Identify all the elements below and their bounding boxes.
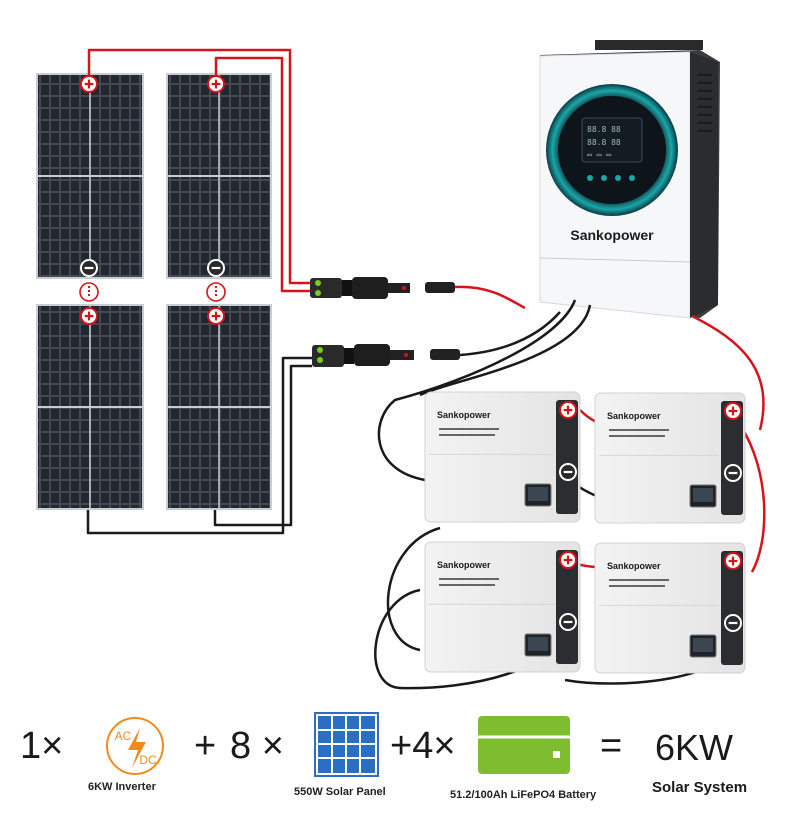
inverter-brand-label: Sankopower [570, 227, 654, 243]
minus-terminal-icon [80, 259, 98, 277]
battery-caption: 51.2/100Ah LiFePO4 Battery [450, 789, 597, 801]
series-link-icon [79, 282, 99, 302]
minus-terminal-icon [559, 463, 577, 481]
mc4-connector-negative [312, 344, 460, 367]
battery-positive-link [738, 424, 766, 573]
panel-quantity: 8 × [230, 725, 284, 767]
lifepo4-battery: Sankopower [424, 541, 581, 673]
positive-wire [87, 48, 310, 285]
positive-wire [214, 56, 310, 293]
system-caption: Solar System [652, 779, 748, 796]
battery-negative-to-inverter [377, 299, 577, 482]
lifepo4-battery: Sankopower [594, 542, 746, 674]
inverter-caption: 6KW Inverter [88, 781, 156, 793]
lifepo4-battery: Sankopower [424, 391, 581, 523]
plus-terminal-icon [724, 402, 742, 420]
plus-terminal-icon [207, 75, 225, 93]
series-link-icon [206, 282, 226, 302]
battery-positive-to-inverter [691, 314, 765, 431]
icon-dc-label: DC [139, 753, 157, 767]
battery-quantity: +4× [390, 725, 456, 767]
lcd-screen [581, 117, 643, 163]
plus-terminal-icon [80, 307, 98, 325]
battery-brand-label: Sankopower [437, 560, 491, 570]
mc4-connector-positive [310, 277, 455, 299]
battery-negative-to-inverter [419, 304, 592, 397]
minus-terminal-icon [724, 464, 742, 482]
inverter-quantity: 1× [20, 725, 64, 767]
inverter-buttons [587, 175, 635, 181]
negative-wire [213, 364, 312, 527]
ac-dc-inverter-icon: AC DC [106, 717, 164, 775]
negative-wire [86, 356, 312, 535]
battery-icon [478, 716, 570, 774]
battery-brand-label: Sankopower [437, 410, 491, 420]
solar-panel [166, 73, 272, 279]
battery-brand-label: Sankopower [607, 411, 661, 421]
solar-panel [36, 304, 144, 510]
system-power: 6KW [655, 727, 734, 768]
solar-panel [36, 73, 144, 279]
pv-negative-to-inverter [459, 311, 561, 357]
minus-terminal-icon [559, 613, 577, 631]
solar-panel-icon [314, 712, 379, 777]
svg-text:88.8 88: 88.8 88 [587, 138, 621, 147]
battery-brand-label: Sankopower [607, 561, 661, 571]
plus-sign: + [194, 725, 217, 767]
pv-wiring [86, 48, 312, 535]
minus-terminal-icon [724, 614, 742, 632]
plus-terminal-icon [80, 75, 98, 93]
plus-terminal-icon [559, 551, 577, 569]
plus-terminal-icon [724, 552, 742, 570]
equals-sign: = [600, 725, 623, 767]
svg-text:88.8 88: 88.8 88 [587, 125, 621, 134]
panel-caption: 550W Solar Panel [294, 786, 386, 798]
lifepo4-battery: Sankopower [594, 392, 746, 524]
pv-positive-to-inverter [454, 285, 526, 310]
solar-panel-array [36, 73, 272, 510]
plus-terminal-icon [207, 307, 225, 325]
svg-text:▭ ▭ ▭: ▭ ▭ ▭ [587, 150, 611, 159]
plus-terminal-icon [559, 401, 577, 419]
icon-ac-label: AC [115, 729, 132, 743]
solar-panel [166, 304, 272, 510]
hybrid-inverter: 88.8 88 88.8 88 ▭ ▭ ▭ Sankopower [539, 40, 720, 319]
minus-terminal-icon [207, 259, 225, 277]
battery-negative-link [386, 526, 441, 652]
